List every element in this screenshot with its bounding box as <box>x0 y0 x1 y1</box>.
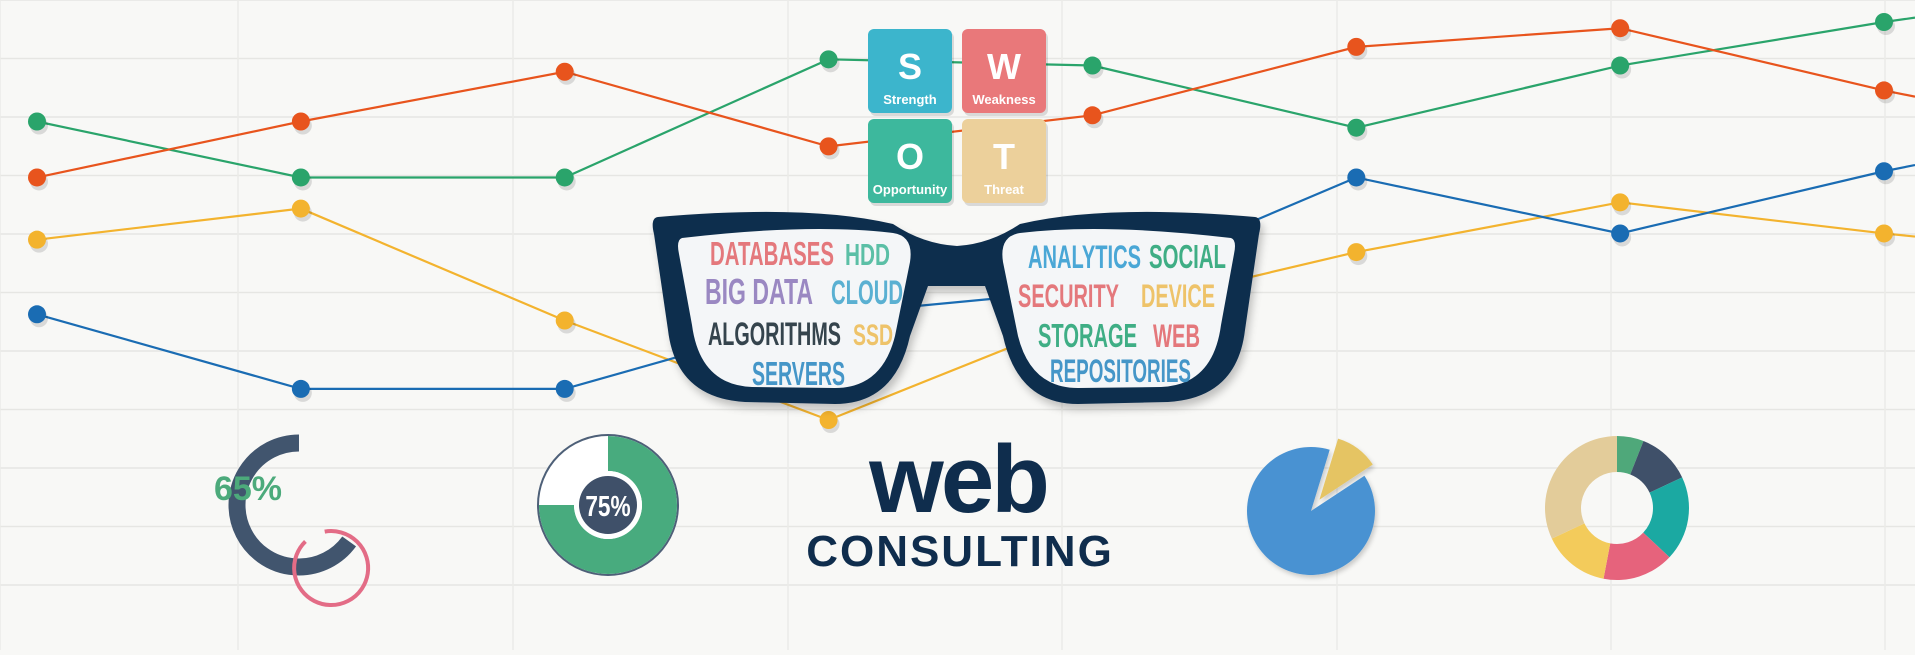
lens-word: DEVICE <box>1141 278 1215 314</box>
data-point <box>555 62 574 81</box>
data-point <box>555 168 574 187</box>
lens-word: BIG DATA <box>705 271 813 312</box>
data-point <box>819 411 838 429</box>
ring-gauge-label: 65% <box>214 470 282 508</box>
lens-word: DATABASES <box>710 235 834 272</box>
ring-gauge: 65% <box>214 434 371 607</box>
brand: web CONSULTING <box>806 426 1114 576</box>
pie-main-slice <box>1247 447 1375 576</box>
data-point <box>291 199 310 218</box>
tile-letter: T <box>993 136 1015 177</box>
data-point <box>1083 56 1102 75</box>
swot-tile-threat: T Threat <box>962 119 1048 206</box>
data-point <box>1611 19 1630 38</box>
lens-word: HDD <box>845 237 890 272</box>
data-point <box>28 305 46 324</box>
lens-word: STORAGE <box>1038 317 1137 354</box>
swot-tile-strength: S Strength <box>868 29 954 116</box>
donut-segment <box>1617 436 1644 475</box>
pie-exploded-slice <box>1319 438 1373 500</box>
data-point <box>819 137 838 156</box>
data-point <box>1875 224 1893 243</box>
right-lens <box>1002 229 1235 388</box>
data-point <box>1875 162 1893 181</box>
tile-background <box>868 29 952 113</box>
lens-word: REPOSITORIES <box>1050 353 1191 389</box>
pie-chart <box>1247 438 1375 576</box>
donut-segment <box>1544 436 1617 539</box>
data-point <box>291 112 310 131</box>
tile-background <box>962 119 1046 203</box>
data-point <box>1347 243 1366 262</box>
lens-word: SSD <box>853 319 893 352</box>
donut-segment <box>1630 441 1683 493</box>
donut-gauge-fill <box>539 436 677 574</box>
tile-label: Opportunity <box>873 182 948 197</box>
data-point <box>28 112 46 131</box>
lens-word: WEB <box>1153 318 1200 354</box>
donut-chart <box>1544 436 1690 580</box>
ring-gauge-inner-arc <box>292 529 371 607</box>
tile-background <box>962 29 1046 113</box>
data-point <box>291 379 310 398</box>
data-point <box>1347 118 1366 137</box>
data-point <box>1611 224 1630 243</box>
swot-tile-weakness: W Weakness <box>962 29 1048 116</box>
lens-word: ALGORITHMS <box>708 316 841 352</box>
donut-gauge: 75% <box>537 434 679 576</box>
donut-segment <box>1603 532 1670 580</box>
data-point <box>819 50 838 69</box>
data-point <box>1611 193 1630 212</box>
lens-word: CLOUD <box>831 274 903 312</box>
tile-letter: S <box>898 46 922 87</box>
donut-segment <box>1643 477 1690 558</box>
tile-label: Strength <box>883 92 937 107</box>
data-point <box>28 230 46 249</box>
data-point <box>555 379 574 398</box>
data-point <box>28 168 46 187</box>
left-lens <box>678 229 911 388</box>
series-line <box>36 201 1915 422</box>
data-point <box>1347 168 1366 187</box>
donut-segment <box>1551 523 1611 579</box>
lens-word: SECURITY <box>1018 278 1119 314</box>
tile-letter: W <box>987 46 1021 87</box>
data-point <box>291 168 310 187</box>
tile-label: Weakness <box>972 92 1035 107</box>
tile-background <box>868 119 952 203</box>
data-point <box>555 311 574 330</box>
lens-word: SERVERS <box>752 355 845 392</box>
data-point <box>1083 106 1102 125</box>
tile-label: Threat <box>984 182 1024 197</box>
data-point <box>1875 13 1893 31</box>
lens-word: ANALYTICS <box>1028 239 1141 275</box>
data-point <box>1611 56 1630 75</box>
left-lens-word-cloud: DATABASES HDD BIG DATA CLOUD ALGORITHMS SSDSE… <box>705 235 903 392</box>
data-point <box>1875 81 1893 100</box>
lens-word: SOCIAL <box>1149 238 1226 275</box>
swot-tile-opportunity: O Opportunity <box>868 119 954 206</box>
donut-gauge-label: 75% <box>585 489 630 522</box>
ring-gauge-outer-arc <box>228 434 357 576</box>
data-point <box>1347 37 1366 56</box>
brand-word: web <box>868 426 1047 533</box>
tile-letter: O <box>896 136 924 177</box>
donut-gauge-center <box>579 476 637 534</box>
brand-subtitle: CONSULTING <box>806 527 1114 576</box>
